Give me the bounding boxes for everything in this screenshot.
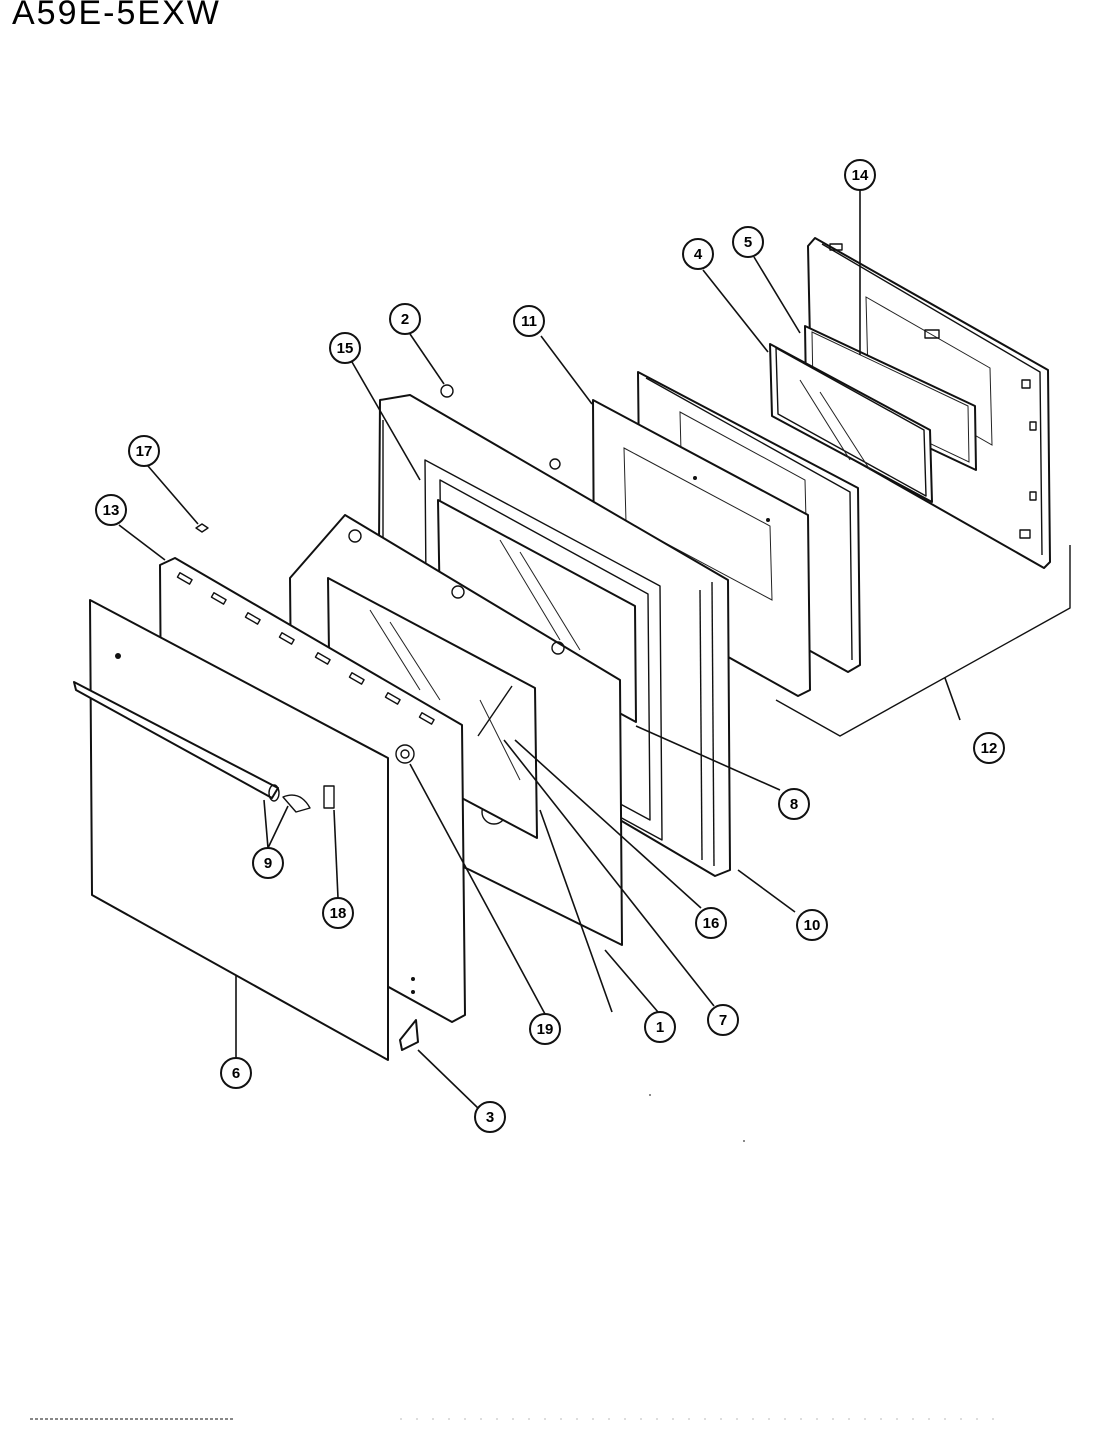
callout-15: 15: [329, 332, 361, 364]
callout-12: 12: [973, 732, 1005, 764]
callout-1: 1: [644, 1011, 676, 1043]
part-washer-19: [395, 744, 415, 764]
part-glass-pane-4: [769, 343, 933, 503]
callout-14: 14: [844, 159, 876, 191]
callout-16: 16: [695, 907, 727, 939]
callout-label: 15: [337, 340, 354, 357]
part-screw-17: [195, 523, 209, 533]
callout-label: 3: [486, 1109, 494, 1126]
callout-label: 12: [981, 740, 998, 757]
callout-label: 2: [401, 311, 409, 328]
part-hinge-bracket-3: [399, 977, 419, 1051]
part-screw-2: [440, 384, 454, 398]
callout-6: 6: [220, 1057, 252, 1089]
part-12-bracket: [775, 545, 1071, 737]
callout-18: 18: [322, 897, 354, 929]
callout-label: 6: [232, 1065, 240, 1082]
callout-4: 4: [682, 238, 714, 270]
callout-13: 13: [95, 494, 127, 526]
callout-10: 10: [796, 909, 828, 941]
part-screw-11b: [549, 458, 561, 470]
callout-label: 5: [744, 234, 752, 251]
callout-5: 5: [732, 226, 764, 258]
part-outer-door-6: [89, 599, 389, 1061]
callout-11: 11: [513, 305, 545, 337]
scan-artifacts: [30, 1094, 1000, 1420]
callout-label: 9: [264, 855, 272, 872]
callout-17: 17: [128, 435, 160, 467]
callout-label: 19: [537, 1021, 554, 1038]
callout-label: 8: [790, 796, 798, 813]
part-handle-9: [73, 681, 335, 813]
callout-7: 7: [707, 1004, 739, 1036]
callout-label: 1: [656, 1019, 664, 1036]
part-rod-16: [477, 685, 513, 737]
callout-label: 18: [330, 905, 347, 922]
callout-label: 11: [521, 313, 537, 330]
callout-9: 9: [252, 847, 284, 879]
callout-label: 13: [103, 502, 120, 519]
callout-label: 14: [852, 167, 869, 184]
callout-3: 3: [474, 1101, 506, 1133]
callout-label: 16: [703, 915, 720, 932]
callout-8: 8: [778, 788, 810, 820]
callout-label: 7: [719, 1012, 727, 1029]
callout-label: 10: [804, 917, 821, 934]
leader-lines: [118, 190, 961, 1111]
callout-19: 19: [529, 1013, 561, 1045]
callout-label: 17: [136, 443, 153, 460]
callout-2: 2: [389, 303, 421, 335]
model-title: A59E-5EXW: [12, 0, 221, 32]
callout-label: 4: [694, 246, 703, 263]
